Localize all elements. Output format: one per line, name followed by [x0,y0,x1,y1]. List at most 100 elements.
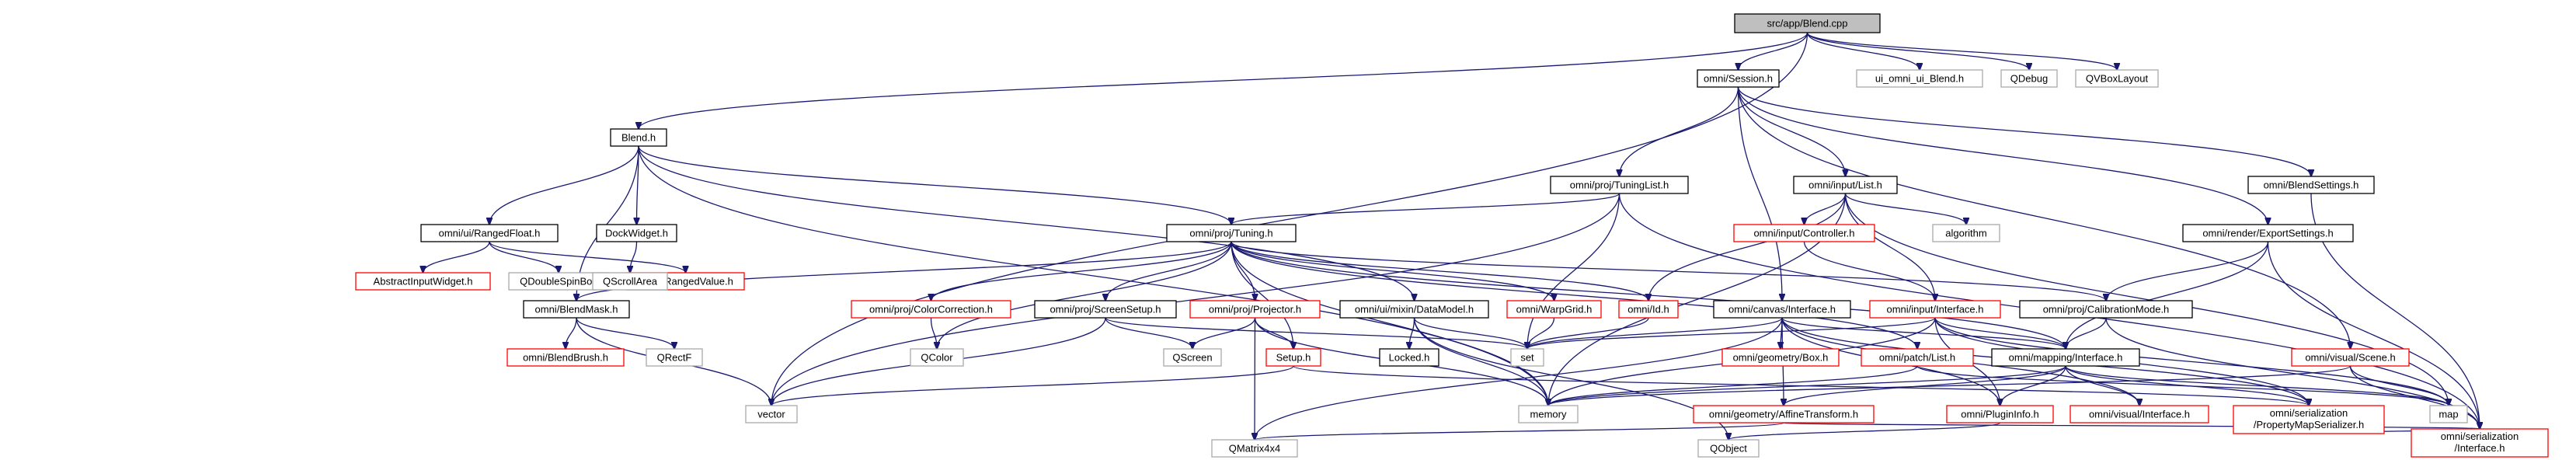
node-seriface[interactable]: omni/serialization/Interface.h [2411,428,2549,458]
node-blendmask[interactable]: omni/BlendMask.h [523,300,630,319]
edge-blendmask-to-blendbrush [566,317,577,349]
node-box-blendbrush [506,348,625,367]
node-affine[interactable]: omni/geometry/AffineTransform.h [1693,405,1875,423]
edge-inputlist-to-algorithm [1844,193,1967,225]
node-abstractinput[interactable]: AbstractInputWidget.h [355,272,491,291]
node-blend_h[interactable]: Blend.h [610,128,667,147]
node-label-inputiface: omni/input/Interface.h [1886,304,1983,315]
node-box-map [2429,405,2468,423]
node-box-blend_h [610,128,667,147]
node-qobject: QObject [1697,439,1760,458]
node-colorcorrection[interactable]: omni/proj/ColorCorrection.h [851,300,1011,319]
node-propmap[interactable]: omni/serialization/PropertyMapSerializer… [2233,405,2385,434]
node-inputlist[interactable]: omni/input/List.h [1793,176,1898,194]
node-box-ui_blend [1856,69,1983,88]
node-label-memory: memory [1530,409,1567,420]
node-box-qmatrix [1211,439,1298,458]
node-blendsettings[interactable]: omni/BlendSettings.h [2247,176,2375,194]
node-setuph[interactable]: Setup.h [1265,348,1321,367]
edge-tuning-to-idh [1231,241,1648,301]
node-label-calibmode: omni/proj/CalibrationMode.h [2043,304,2170,315]
edge-tuning-to-patchlist [1231,241,1917,349]
node-geombox[interactable]: omni/geometry/Box.h [1721,348,1840,367]
node-dockwidget[interactable]: DockWidget.h [596,224,677,242]
edge-setuph-to-vector [771,365,1294,406]
node-mappingiface[interactable]: omni/mapping/Interface.h [1991,348,2140,367]
node-label-map: map [2438,409,2458,420]
node-label-algorithm: algorithm [1945,228,1986,239]
node-screensetup[interactable]: omni/proj/ScreenSetup.h [1034,300,1177,319]
edge-session-to-exportsettings [1737,86,2268,225]
edge-blend_cpp-to-blend_h [639,32,1808,129]
node-tuninglist[interactable]: omni/proj/TuningList.h [1550,176,1689,194]
node-visualscene[interactable]: omni/visual/Scene.h [2291,348,2410,367]
node-box-geombox [1721,348,1840,367]
node-label-session: omni/Session.h [1704,73,1773,85]
node-box-blendmask [523,300,630,319]
edge-calibmode-to-mappingiface [2066,317,2107,349]
edge-tuning-to-mappingiface [1231,241,2066,349]
edge-blend_cpp-to-session [1739,32,1808,70]
node-qmatrix: QMatrix4x4 [1211,439,1298,458]
edge-session-to-canvasiface [1737,86,1783,301]
node-exportsettings[interactable]: omni/render/ExportSettings.h [2182,224,2354,242]
node-label-qmatrix: QMatrix4x4 [1229,443,1280,455]
node-label-qscreen: QScreen [1172,352,1212,364]
node-label-projector: omni/proj/Projector.h [1209,304,1301,315]
node-blend_cpp[interactable]: src/app/Blend.cpp [1734,13,1881,33]
node-inputiface[interactable]: omni/input/Interface.h [1869,300,2001,319]
node-datamodel[interactable]: omni/ui/mixin/DataModel.h [1339,300,1489,319]
node-session[interactable]: omni/Session.h [1697,69,1780,88]
node-controller[interactable]: omni/input/Controller.h [1733,224,1875,242]
node-box-exportsettings [2182,224,2354,242]
node-label-datamodel: omni/ui/mixin/DataModel.h [1355,304,1474,315]
node-plugininfo[interactable]: omni/PluginInfo.h [1946,405,2054,423]
node-canvasiface[interactable]: omni/canvas/Interface.h [1713,300,1851,319]
node-box-setuph [1265,348,1321,367]
node-box-canvasiface [1713,300,1851,319]
node-memory: memory [1518,405,1579,423]
node-projector[interactable]: omni/proj/Projector.h [1189,300,1321,319]
node-label-qobject: QObject [1710,443,1747,455]
edge-blend_h-to-datamodel [638,145,1415,301]
node-label-vector: vector [757,409,785,420]
edge-rangedfloat-to-abstractinput [423,241,490,273]
node-box-propmap [2233,405,2385,434]
node-calibmode[interactable]: omni/proj/CalibrationMode.h [2019,300,2193,319]
edge-tuning-to-screensetup [1105,241,1232,301]
node-rangedfloat[interactable]: omni/ui/RangedFloat.h [420,224,559,242]
node-box-qvbox [2075,69,2159,88]
edge-session-to-blendsettings [1737,86,2312,176]
edge-rangedfloat-to-rangedvalue [489,241,686,273]
node-label-inputlist: omni/input/List.h [1808,179,1882,191]
node-label-blendbrush: omni/BlendBrush.h [523,352,608,364]
edge-affine-to-seriface [1783,423,2480,429]
edge-canvasiface-to-set [1527,317,1783,349]
node-label-canvasiface: omni/canvas/Interface.h [1728,304,1836,315]
node-idh[interactable]: omni/Id.h [1618,300,1679,319]
node-blendbrush[interactable]: omni/BlendBrush.h [506,348,625,367]
node-box-memory [1518,405,1579,423]
node-label-visualscene: omni/visual/Scene.h [2305,352,2395,364]
node-locked[interactable]: Locked.h [1379,348,1439,367]
edge-exportsettings-to-calibmode [2106,241,2269,301]
node-box-plugininfo [1946,405,2054,423]
node-qvbox: QVBoxLayout [2075,69,2159,88]
node-label-plugininfo: omni/PluginInfo.h [1961,409,2038,420]
node-patchlist[interactable]: omni/patch/List.h [1861,348,1974,367]
edge-projector-to-qscreen [1192,317,1256,349]
node-box-visualiface [2070,405,2209,423]
edge-inputlist-to-inputiface [1844,193,1936,301]
node-visualiface[interactable]: omni/visual/Interface.h [2070,405,2209,423]
edge-tuning-to-setuph [1231,241,1293,349]
node-label-qrectf: QRectF [657,352,692,364]
node-tuning[interactable]: omni/proj/Tuning.h [1166,224,1297,242]
node-label-exportsettings: omni/render/ExportSettings.h [2202,228,2333,239]
node-label-mappingiface: omni/mapping/Interface.h [2009,352,2123,364]
node-warpgrid[interactable]: omni/WarpGrid.h [1506,300,1602,319]
edge-tuninglist-to-tuning [1231,193,1620,225]
edge-tuning-to-calibmode [1231,241,2106,301]
node-label-visualiface: omni/visual/Interface.h [2089,409,2190,420]
edge-mappingiface-to-plugininfo [2000,365,2066,406]
